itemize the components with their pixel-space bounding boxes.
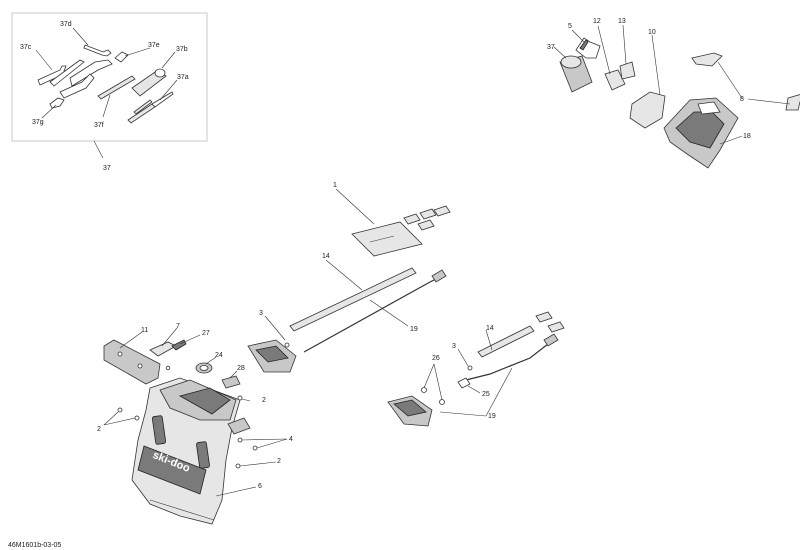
fuse-cover-part [604, 69, 626, 91]
grommet-part [195, 362, 213, 374]
screw-2-upper [237, 395, 243, 401]
decal-pieces-lower [535, 311, 565, 333]
label-13: 13 [618, 18, 626, 25]
label-19-upper: 19 [410, 326, 418, 333]
drawing-code: 46M1601b-03-05 [8, 542, 61, 549]
screw-2-left-b [134, 415, 140, 421]
bracket-part [103, 339, 161, 385]
decal-part [351, 221, 423, 257]
label-6: 6 [258, 483, 262, 490]
label-1: 1 [333, 182, 337, 189]
label-2-lower: 2 [277, 458, 281, 465]
label-12: 12 [593, 18, 601, 25]
screw-26-b [439, 399, 445, 405]
fuse-holder-part [629, 91, 666, 129]
mud-flap-part: ski-doo [131, 377, 251, 525]
tool-37f-bar [97, 75, 136, 100]
label-14-upper: 14 [322, 253, 330, 260]
connector-25 [457, 377, 471, 389]
tool-37b-socket [131, 68, 167, 97]
label-37g: 37g [32, 119, 44, 126]
label-19-lower: 19 [488, 413, 496, 420]
tool-37a-screwdriver [127, 91, 174, 124]
tool-kit-inset: 37d 37c 37e 37b 37a 37f 37g 37 [11, 12, 208, 172]
label-3-upper: 3 [259, 310, 263, 317]
label-2-left: 2 [97, 426, 101, 433]
label-2-upper: 2 [262, 397, 266, 404]
screw-2-lower [235, 463, 241, 469]
label-10: 10 [648, 29, 656, 36]
tool-37c-wrench [37, 59, 85, 87]
label-11: 11 [141, 327, 148, 334]
harness-lower [465, 333, 559, 381]
label-3-lower: 3 [452, 343, 456, 350]
screw-26-a [421, 387, 427, 393]
label-4: 4 [289, 436, 293, 443]
light-housing-upper [247, 339, 297, 373]
label-14-lower: 14 [486, 325, 494, 332]
label-37-pouch: 37 [547, 44, 555, 51]
label-18: 18 [743, 133, 751, 140]
small-screw-a [165, 365, 171, 371]
label-37c: 37c [20, 44, 32, 51]
label-27: 27 [202, 330, 210, 337]
fuse-small-part [619, 61, 636, 80]
label-37-kit: 37 [103, 165, 111, 172]
tool-kit-frame [11, 12, 208, 142]
decal-small-pieces [403, 205, 451, 231]
rivet-4-a [237, 437, 243, 443]
label-8: 8 [740, 96, 744, 103]
mud-flap-assembly: ski-doo 11 7 27 24 28 2 2 4 2 6 [97, 323, 293, 525]
tool-pouch [559, 55, 593, 93]
label-37f: 37f [94, 122, 104, 129]
fuse-cluster: 37 5 12 13 10 8 18 [547, 18, 800, 169]
clip-27-part [171, 339, 187, 351]
nut-lower [467, 365, 473, 371]
label-25: 25 [482, 391, 490, 398]
clip-8-lower [785, 94, 800, 111]
label-28: 28 [237, 365, 245, 372]
reflector-part [149, 341, 177, 357]
harness-upper [303, 269, 447, 353]
label-37e: 37e [148, 42, 160, 49]
label-7: 7 [176, 323, 180, 330]
label-37d: 37d [60, 21, 72, 28]
tool-37d-wrench [83, 44, 112, 57]
fuse-clip-part [575, 37, 601, 59]
label-37b: 37b [176, 46, 188, 53]
clip-28-part [221, 375, 241, 389]
label-5: 5 [568, 23, 572, 30]
label-26: 26 [432, 355, 440, 362]
label-24: 24 [215, 352, 223, 359]
clip-8-upper [691, 52, 723, 67]
lower-light-assembly: 14 3 26 25 19 [387, 311, 565, 427]
light-housing-lower [387, 395, 433, 427]
led-strip-upper [289, 267, 417, 332]
screw-2-left-a [117, 407, 123, 413]
rear-housing-part [663, 97, 739, 169]
upper-light-assembly: 1 14 19 3 [247, 182, 451, 373]
tool-37g-key [49, 97, 65, 109]
tool-37e-pliers [59, 51, 129, 99]
label-37a: 37a [177, 74, 189, 81]
nut-upper [284, 342, 290, 348]
rivet-4-b [252, 445, 258, 451]
